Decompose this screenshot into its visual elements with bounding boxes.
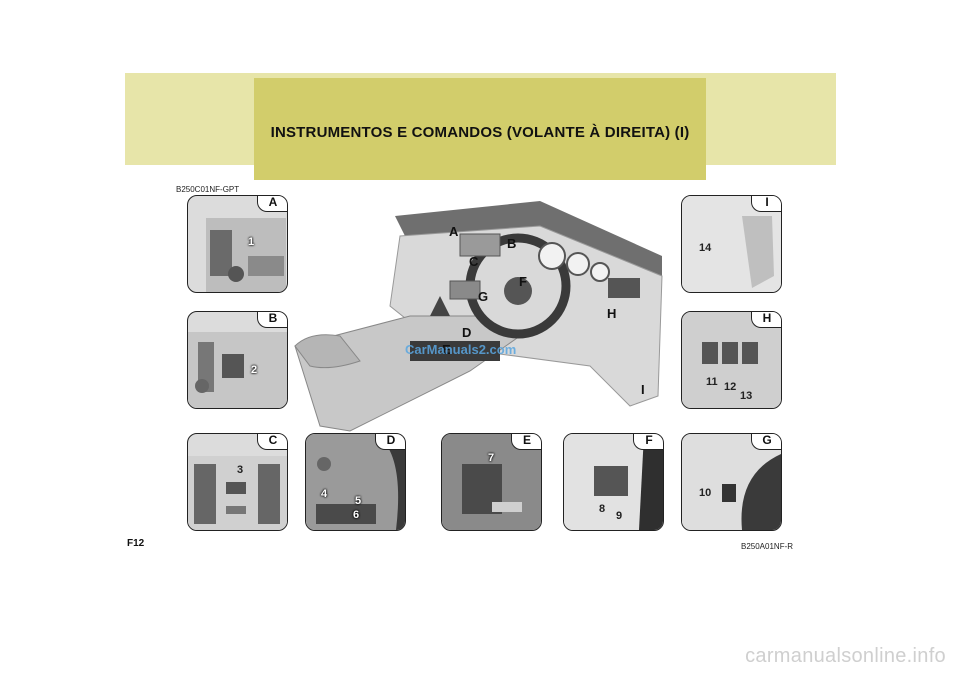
panel-a-illustration (206, 218, 286, 292)
panel-h-illustration (682, 312, 781, 408)
panel-i: I 14 (681, 195, 782, 293)
panel-e: E 7 (441, 433, 542, 531)
main-label-i: I (641, 382, 645, 397)
panel-g: G 10 (681, 433, 782, 531)
panel-i-letter: I (751, 196, 781, 212)
panel-d-illustration (306, 434, 405, 530)
panel-b-letter: B (257, 312, 287, 328)
panel-d-letter: D (375, 434, 405, 450)
panel-a-letter: A (257, 196, 287, 212)
panel-d: D 4 5 6 (305, 433, 406, 531)
main-label-d: D (462, 325, 472, 340)
panel-h-callout-12: 12 (724, 381, 737, 393)
panel-i-callout-14: 14 (699, 242, 712, 254)
panel-g-letter: G (751, 434, 781, 450)
panel-c-letter: C (257, 434, 287, 450)
main-label-a: A (449, 224, 459, 239)
panel-f-callout-8: 8 (599, 503, 606, 515)
main-label-h: H (607, 306, 617, 321)
panel-b-callout-2: 2 (251, 364, 258, 376)
panel-h-callout-11: 11 (706, 376, 718, 388)
panel-g-callout-10: 10 (699, 487, 712, 499)
panel-a: A 1 (187, 195, 288, 293)
main-label-f: F (519, 274, 527, 289)
figure-code-top: B250C01NF-GPT (176, 185, 240, 194)
footer-watermark: carmanualsonline.info (745, 645, 946, 667)
panel-h-callout-13: 13 (740, 390, 753, 402)
panel-f-illustration (564, 434, 663, 530)
panel-d-callout-6: 6 (353, 509, 360, 521)
page-title: INSTRUMENTOS E COMANDOS (VOLANTE À DIREI… (270, 124, 690, 141)
panel-b-illustration (188, 332, 287, 408)
panel-b: B 2 (187, 311, 288, 409)
panel-h-letter: H (751, 312, 781, 328)
main-label-g: G (478, 289, 489, 304)
panel-c-callout-3: 3 (237, 464, 244, 476)
figure-code-bottom: B250A01NF-R (741, 542, 794, 551)
page-number: F12 (127, 538, 145, 549)
panel-i-illustration (682, 196, 781, 292)
panel-e-letter: E (511, 434, 541, 450)
watermark-text: CarManuals2.com (405, 342, 517, 357)
panel-d-callout-4: 4 (321, 488, 328, 500)
header-banner-center (254, 78, 706, 180)
panel-d-callout-5: 5 (355, 495, 362, 507)
panel-h: H 11 12 13 (681, 311, 782, 409)
panel-a-callout-1: 1 (248, 236, 255, 248)
panel-f-callout-9: 9 (616, 510, 623, 522)
dashboard-illustration (290, 196, 670, 436)
main-label-c: C (469, 254, 479, 269)
panel-f-letter: F (633, 434, 663, 450)
panel-c-illustration (188, 456, 287, 530)
panel-e-callout-7: 7 (488, 452, 495, 464)
panel-c: C 3 (187, 433, 288, 531)
panel-f: F 8 9 (563, 433, 664, 531)
panel-e-illustration (442, 434, 541, 530)
main-label-b: B (507, 236, 517, 251)
main-label-e: E (442, 342, 451, 357)
panel-g-illustration (682, 434, 781, 530)
